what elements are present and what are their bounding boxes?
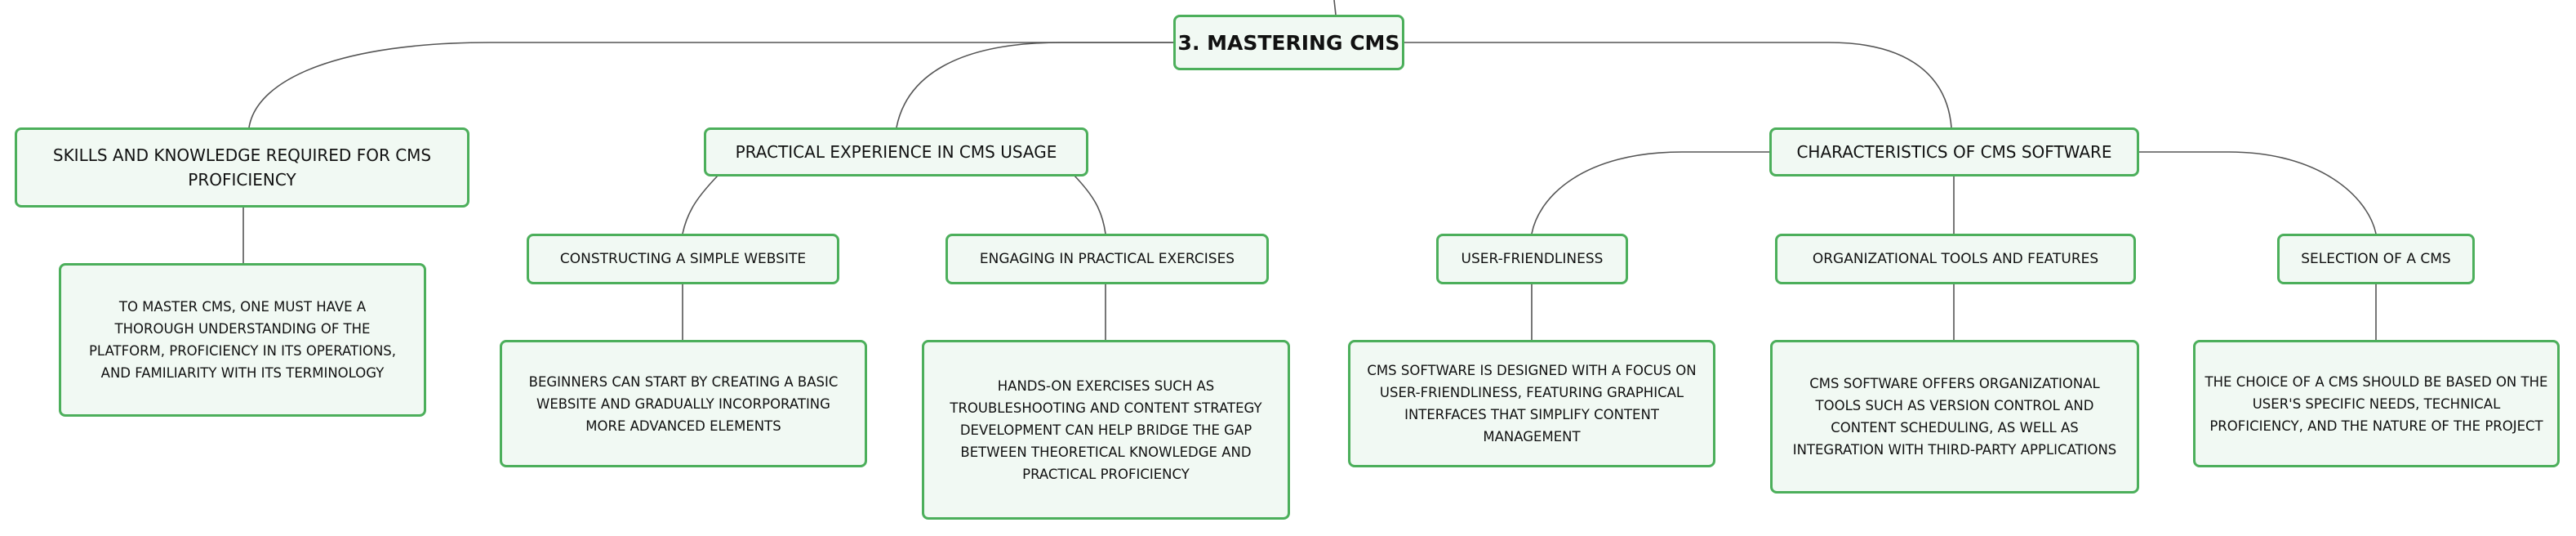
detail-constructing-website[interactable]: BEGINNERS CAN START BY CREATING A BASIC … [500,340,867,467]
detail-organizational-tools[interactable]: CMS SOFTWARE OFFERS ORGANIZATIONAL TOOLS… [1770,340,2139,494]
node-title: ENGAGING IN PRACTICAL EXERCISES [979,251,1235,267]
branch-title: CHARACTERISTICS OF CMS SOFTWARE [1796,142,2112,162]
node-organizational-tools[interactable]: ORGANIZATIONAL TOOLS AND FEATURES [1775,234,2136,284]
detail-practical-exercises[interactable]: HANDS-ON EXERCISES SUCH AS TROUBLESHOOTI… [922,340,1290,520]
detail-skills-knowledge[interactable]: TO MASTER CMS, ONE MUST HAVE A THOROUGH … [59,263,426,417]
branch-title: PRACTICAL EXPERIENCE IN CMS USAGE [735,142,1057,162]
branch-practical-experience[interactable]: PRACTICAL EXPERIENCE IN CMS USAGE [704,127,1088,176]
detail-text: BEGINNERS CAN START BY CREATING A BASIC … [528,373,839,434]
detail-text: CMS SOFTWARE IS DESIGNED WITH A FOCUS ON… [1367,363,1697,444]
node-title: CONSTRUCTING A SIMPLE WEBSITE [559,251,807,267]
detail-text: CMS SOFTWARE OFFERS ORGANIZATIONAL TOOLS… [1792,376,2117,458]
node-title: SELECTION OF A CMS [2301,251,2451,267]
branch-cms-characteristics[interactable]: CHARACTERISTICS OF CMS SOFTWARE [1769,127,2139,176]
root-title: 3. MASTERING CMS [1177,30,1400,55]
detail-text: THE CHOICE OF A CMS SHOULD BE BASED ON T… [2205,373,2548,434]
branch-skills-knowledge[interactable]: SKILLS AND KNOWLEDGE REQUIRED FOR CMS PR… [15,127,469,208]
node-title: ORGANIZATIONAL TOOLS AND FEATURES [1812,251,2099,267]
node-constructing-website[interactable]: CONSTRUCTING A SIMPLE WEBSITE [527,234,839,284]
detail-text: TO MASTER CMS, ONE MUST HAVE A THOROUGH … [88,299,397,381]
node-selection-of-cms[interactable]: SELECTION OF A CMS [2277,234,2475,284]
detail-selection-of-cms[interactable]: THE CHOICE OF A CMS SHOULD BE BASED ON T… [2193,340,2560,467]
branch-title: SKILLS AND KNOWLEDGE REQUIRED FOR CMS PR… [52,145,432,190]
node-title: USER-FRIENDLINESS [1461,251,1604,267]
detail-text: HANDS-ON EXERCISES SUCH AS TROUBLESHOOTI… [950,377,1262,482]
node-user-friendliness[interactable]: USER-FRIENDLINESS [1436,234,1628,284]
node-practical-exercises[interactable]: ENGAGING IN PRACTICAL EXERCISES [945,234,1269,284]
root-node[interactable]: 3. MASTERING CMS [1173,15,1404,70]
detail-user-friendliness[interactable]: CMS SOFTWARE IS DESIGNED WITH A FOCUS ON… [1348,340,1715,467]
